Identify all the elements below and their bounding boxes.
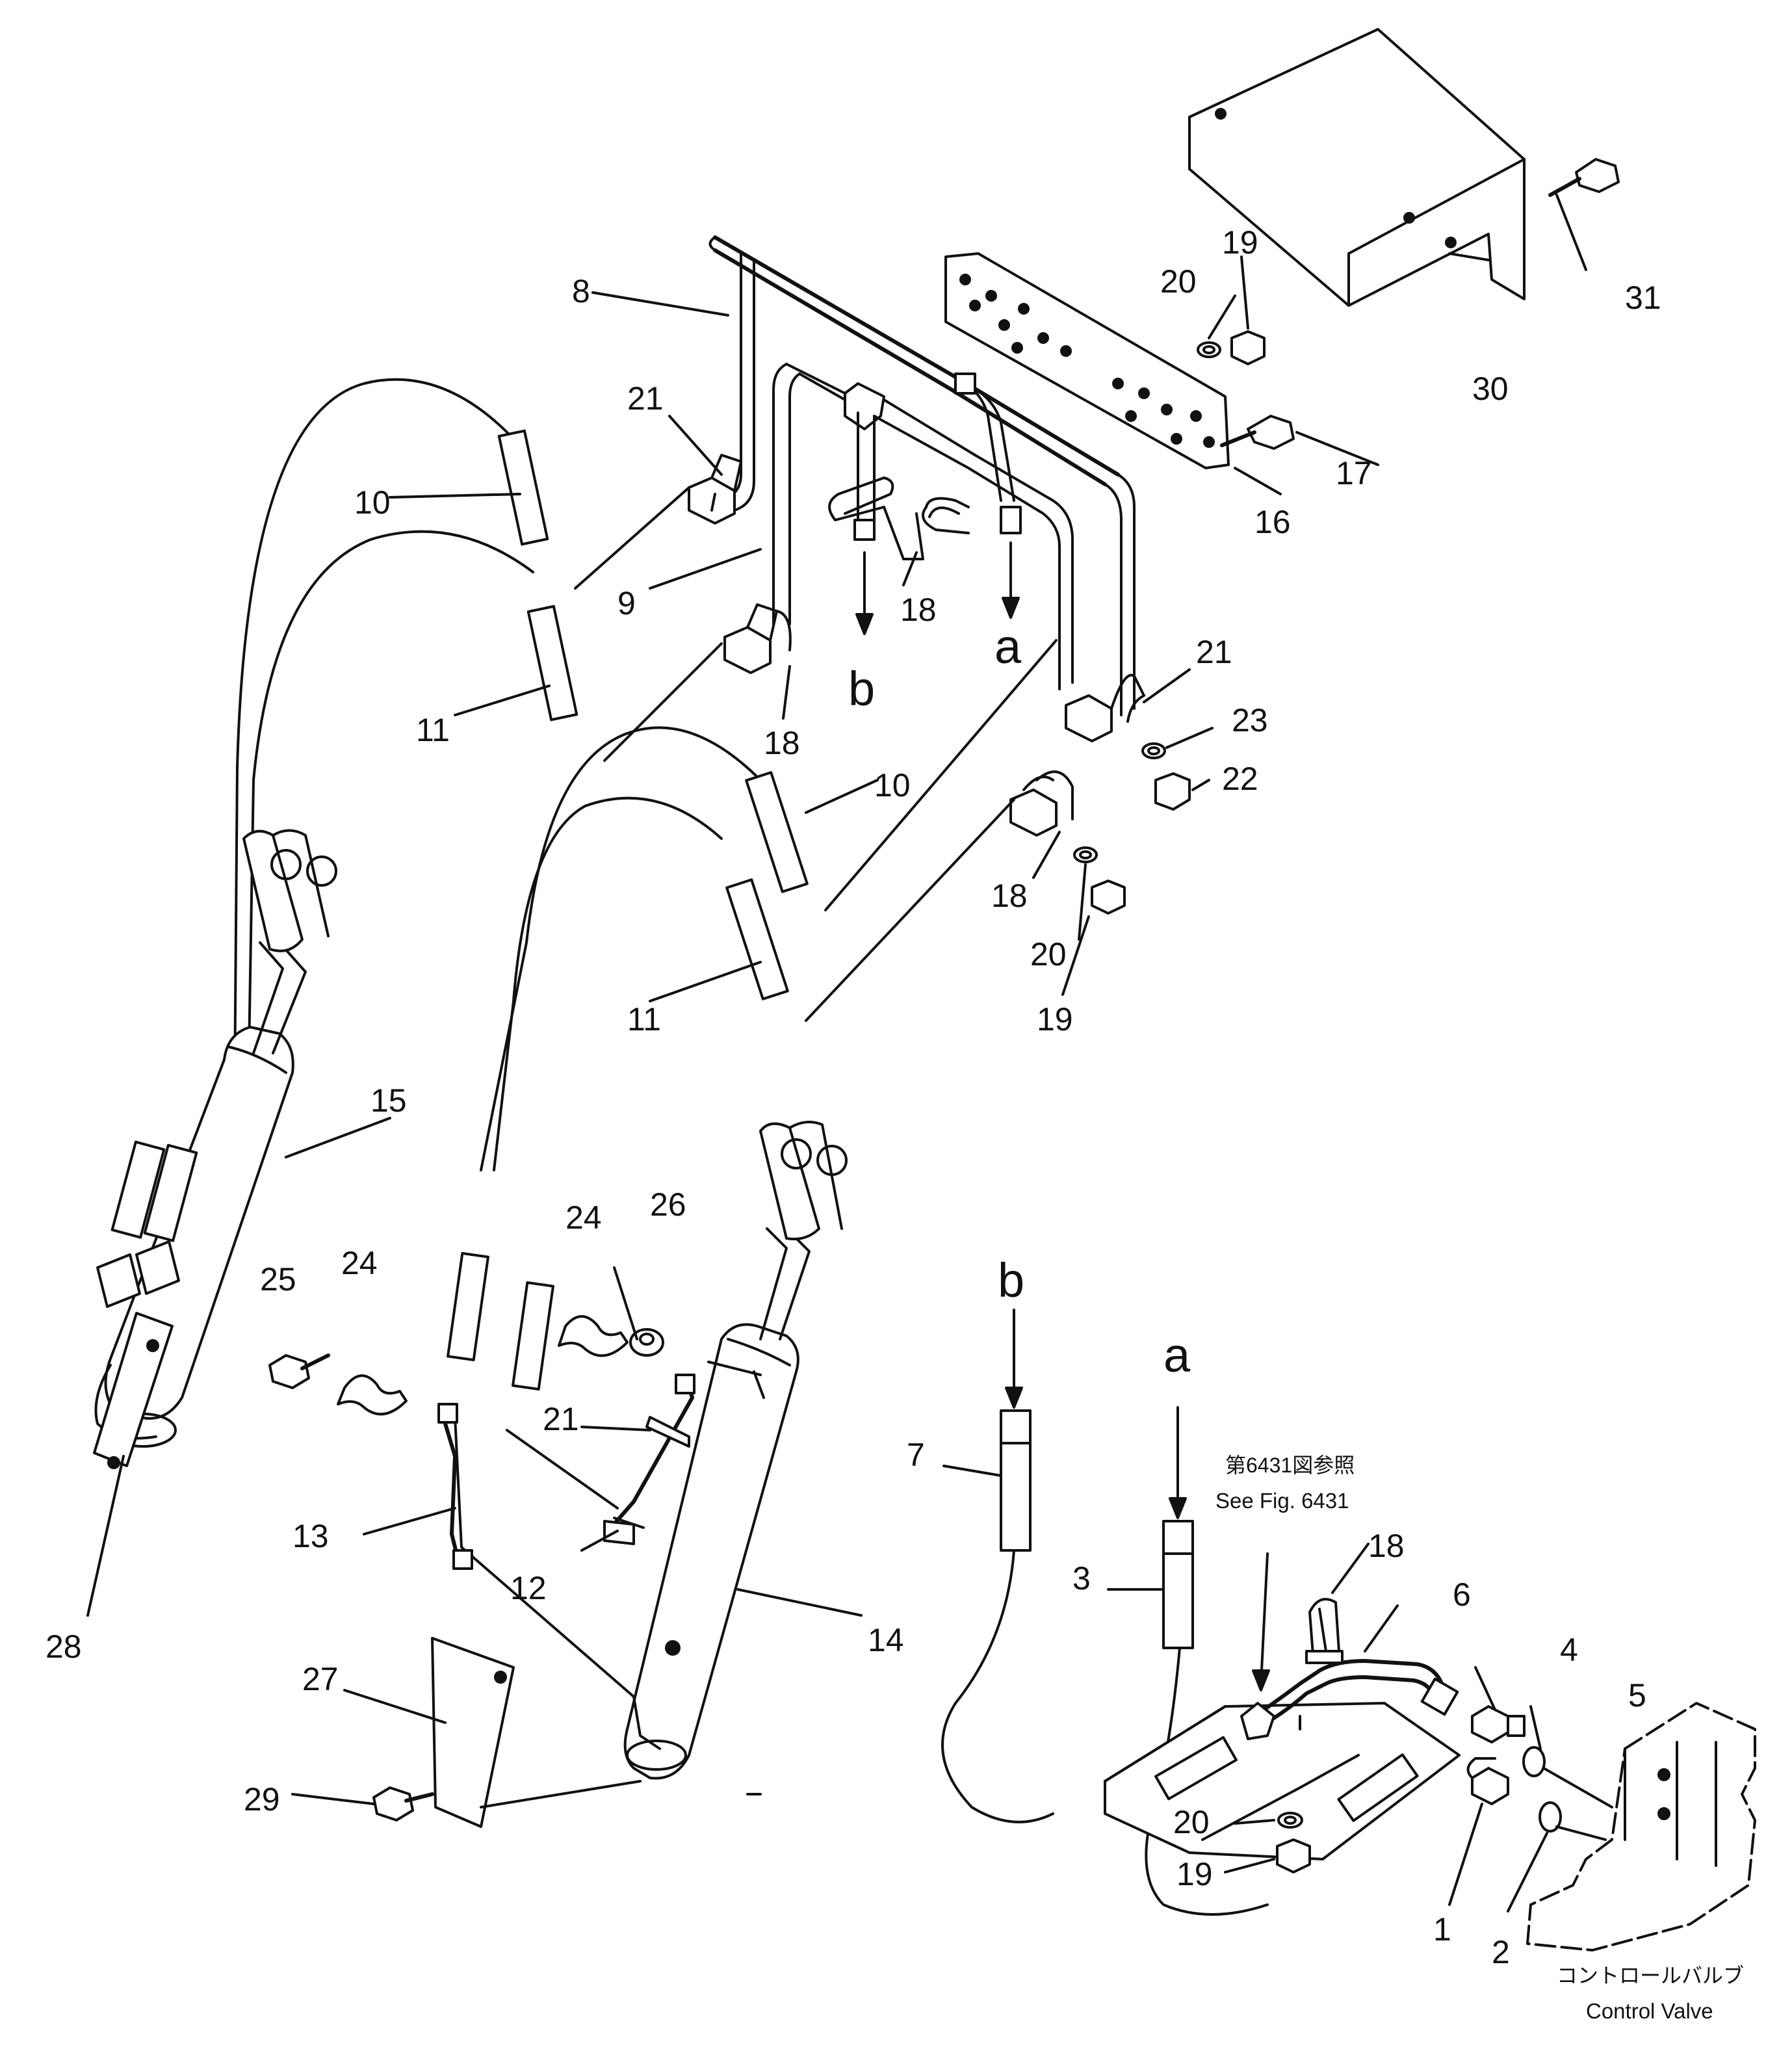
callout-labels: 8 21 9 10 11 18 18 b a 21 23 22 10 11 18… [45,224,1744,2023]
callout-29: 29 [244,1781,280,1818]
plate-part-16 [944,252,1230,469]
spacer-26 [629,1328,664,1357]
adapter-part-4 [1471,1705,1526,1743]
o-ring-part-2 [1539,1801,1562,1833]
callout-27: 27 [302,1661,339,1697]
callout-9: 9 [617,585,636,621]
callout-28: 28 [45,1628,82,1665]
callout-24: 24 [565,1199,602,1236]
see-fig-note-jp: 第6431図参照 [1225,1454,1355,1477]
arrow-a-top [1002,542,1020,619]
callout-7: 7 [907,1437,925,1473]
callout-18: 18 [1368,1528,1405,1564]
leader-lines [86,194,1587,1912]
callout-19: 19 [1176,1856,1213,1892]
tee-fitting-21-right [1065,673,1145,742]
bolt-17 [1220,415,1295,450]
pipe-part-6 [1240,1659,1459,1740]
callout-12: 12 [510,1570,547,1606]
callout-25: 25 [260,1261,296,1298]
callout-19: 19 [1222,224,1258,261]
connector-a-bottom: a [1163,1328,1191,1382]
clamp-18-bottom [1305,1598,1344,1664]
hose-ends-lower [437,1251,695,1750]
callout-30: 30 [1472,371,1509,407]
bolt-29 [372,1786,434,1821]
callout-14: 14 [868,1622,904,1658]
washer-20-top [1197,341,1221,358]
callout-21: 21 [1196,634,1232,670]
callout-17: 17 [1336,455,1372,491]
callout-4: 4 [1560,1632,1578,1668]
arrow-b-bottom [1005,1309,1023,1409]
control-valve-label-jp: コントロールバルブ [1557,1964,1744,1987]
clamp-24-right [558,1315,629,1357]
callout-18: 18 [991,878,1028,914]
control-valve-label-en: Control Valve [1586,1999,1713,2023]
callout-5: 5 [1628,1677,1646,1714]
washer-20-bottom [1277,1812,1303,1829]
callout-2: 2 [1492,1934,1510,1970]
hose-assembly-10-11 [233,378,1058,1171]
callout-24: 24 [341,1245,378,1281]
callout-10: 10 [874,767,911,803]
nut-19-mid [1091,880,1126,915]
o-ring-part-5 [1522,1746,1546,1777]
callout-11: 11 [416,712,450,748]
clamp-24-left [337,1374,408,1416]
control-valve [1526,1702,1756,1951]
callout-21: 21 [543,1401,579,1437]
connector-b-bottom: b [998,1253,1024,1307]
hose-part-3 [1145,1520,1269,1916]
valve-bracket [1104,1702,1461,1860]
callout-20: 20 [1173,1804,1210,1840]
callout-21: 21 [627,380,664,417]
callout-20: 20 [1030,936,1067,972]
callout-31: 31 [1625,280,1661,316]
callout-10: 10 [354,484,391,521]
bracket-part-28 [93,1312,174,1469]
bolt-31 [1548,158,1620,197]
tee-fitting-21-top [688,454,742,525]
callout-8: 8 [572,273,590,309]
callout-13: 13 [292,1518,329,1554]
callout-3: 3 [1072,1560,1091,1597]
callout-11: 11 [627,1001,661,1038]
callout-20: 20 [1160,263,1197,300]
see-fig-note-en: See Fig. 6431 [1215,1489,1349,1513]
callout-16: 16 [1254,504,1291,540]
bolt-25 [268,1353,330,1389]
arrow-a-bottom [1169,1406,1187,1519]
tee-fitting-mid-left [723,603,792,674]
washer-23 [1141,742,1166,759]
callout-18: 18 [900,592,937,628]
elbow-part-1 [1466,1757,1509,1805]
callout-19: 19 [1037,1001,1073,1038]
callout-1: 1 [1433,1911,1451,1948]
hose-part-7 [941,1409,1054,1823]
nut-19-bottom [1276,1838,1311,1873]
cylinder-part-14 [623,1121,848,1780]
tee-fitting-18-right [1009,770,1074,837]
callout-23: 23 [1232,702,1268,738]
bracket-part-30 [1188,28,1526,307]
callout-22: 22 [1222,761,1258,797]
callout-6: 6 [1453,1576,1471,1613]
callout-15: 15 [370,1082,407,1119]
washer-20-mid [1073,846,1098,863]
pipe-assembly-parts-8-9 [708,235,1136,716]
arrow-b-top [855,551,874,635]
nut-22 [1154,772,1191,811]
nut-19-top [1230,330,1266,365]
connector-a-top: a [994,620,1022,673]
connector-b-top: b [848,662,875,716]
callout-26: 26 [650,1186,686,1223]
plate-part-27 [431,1637,642,1828]
callout-18: 18 [764,725,800,761]
